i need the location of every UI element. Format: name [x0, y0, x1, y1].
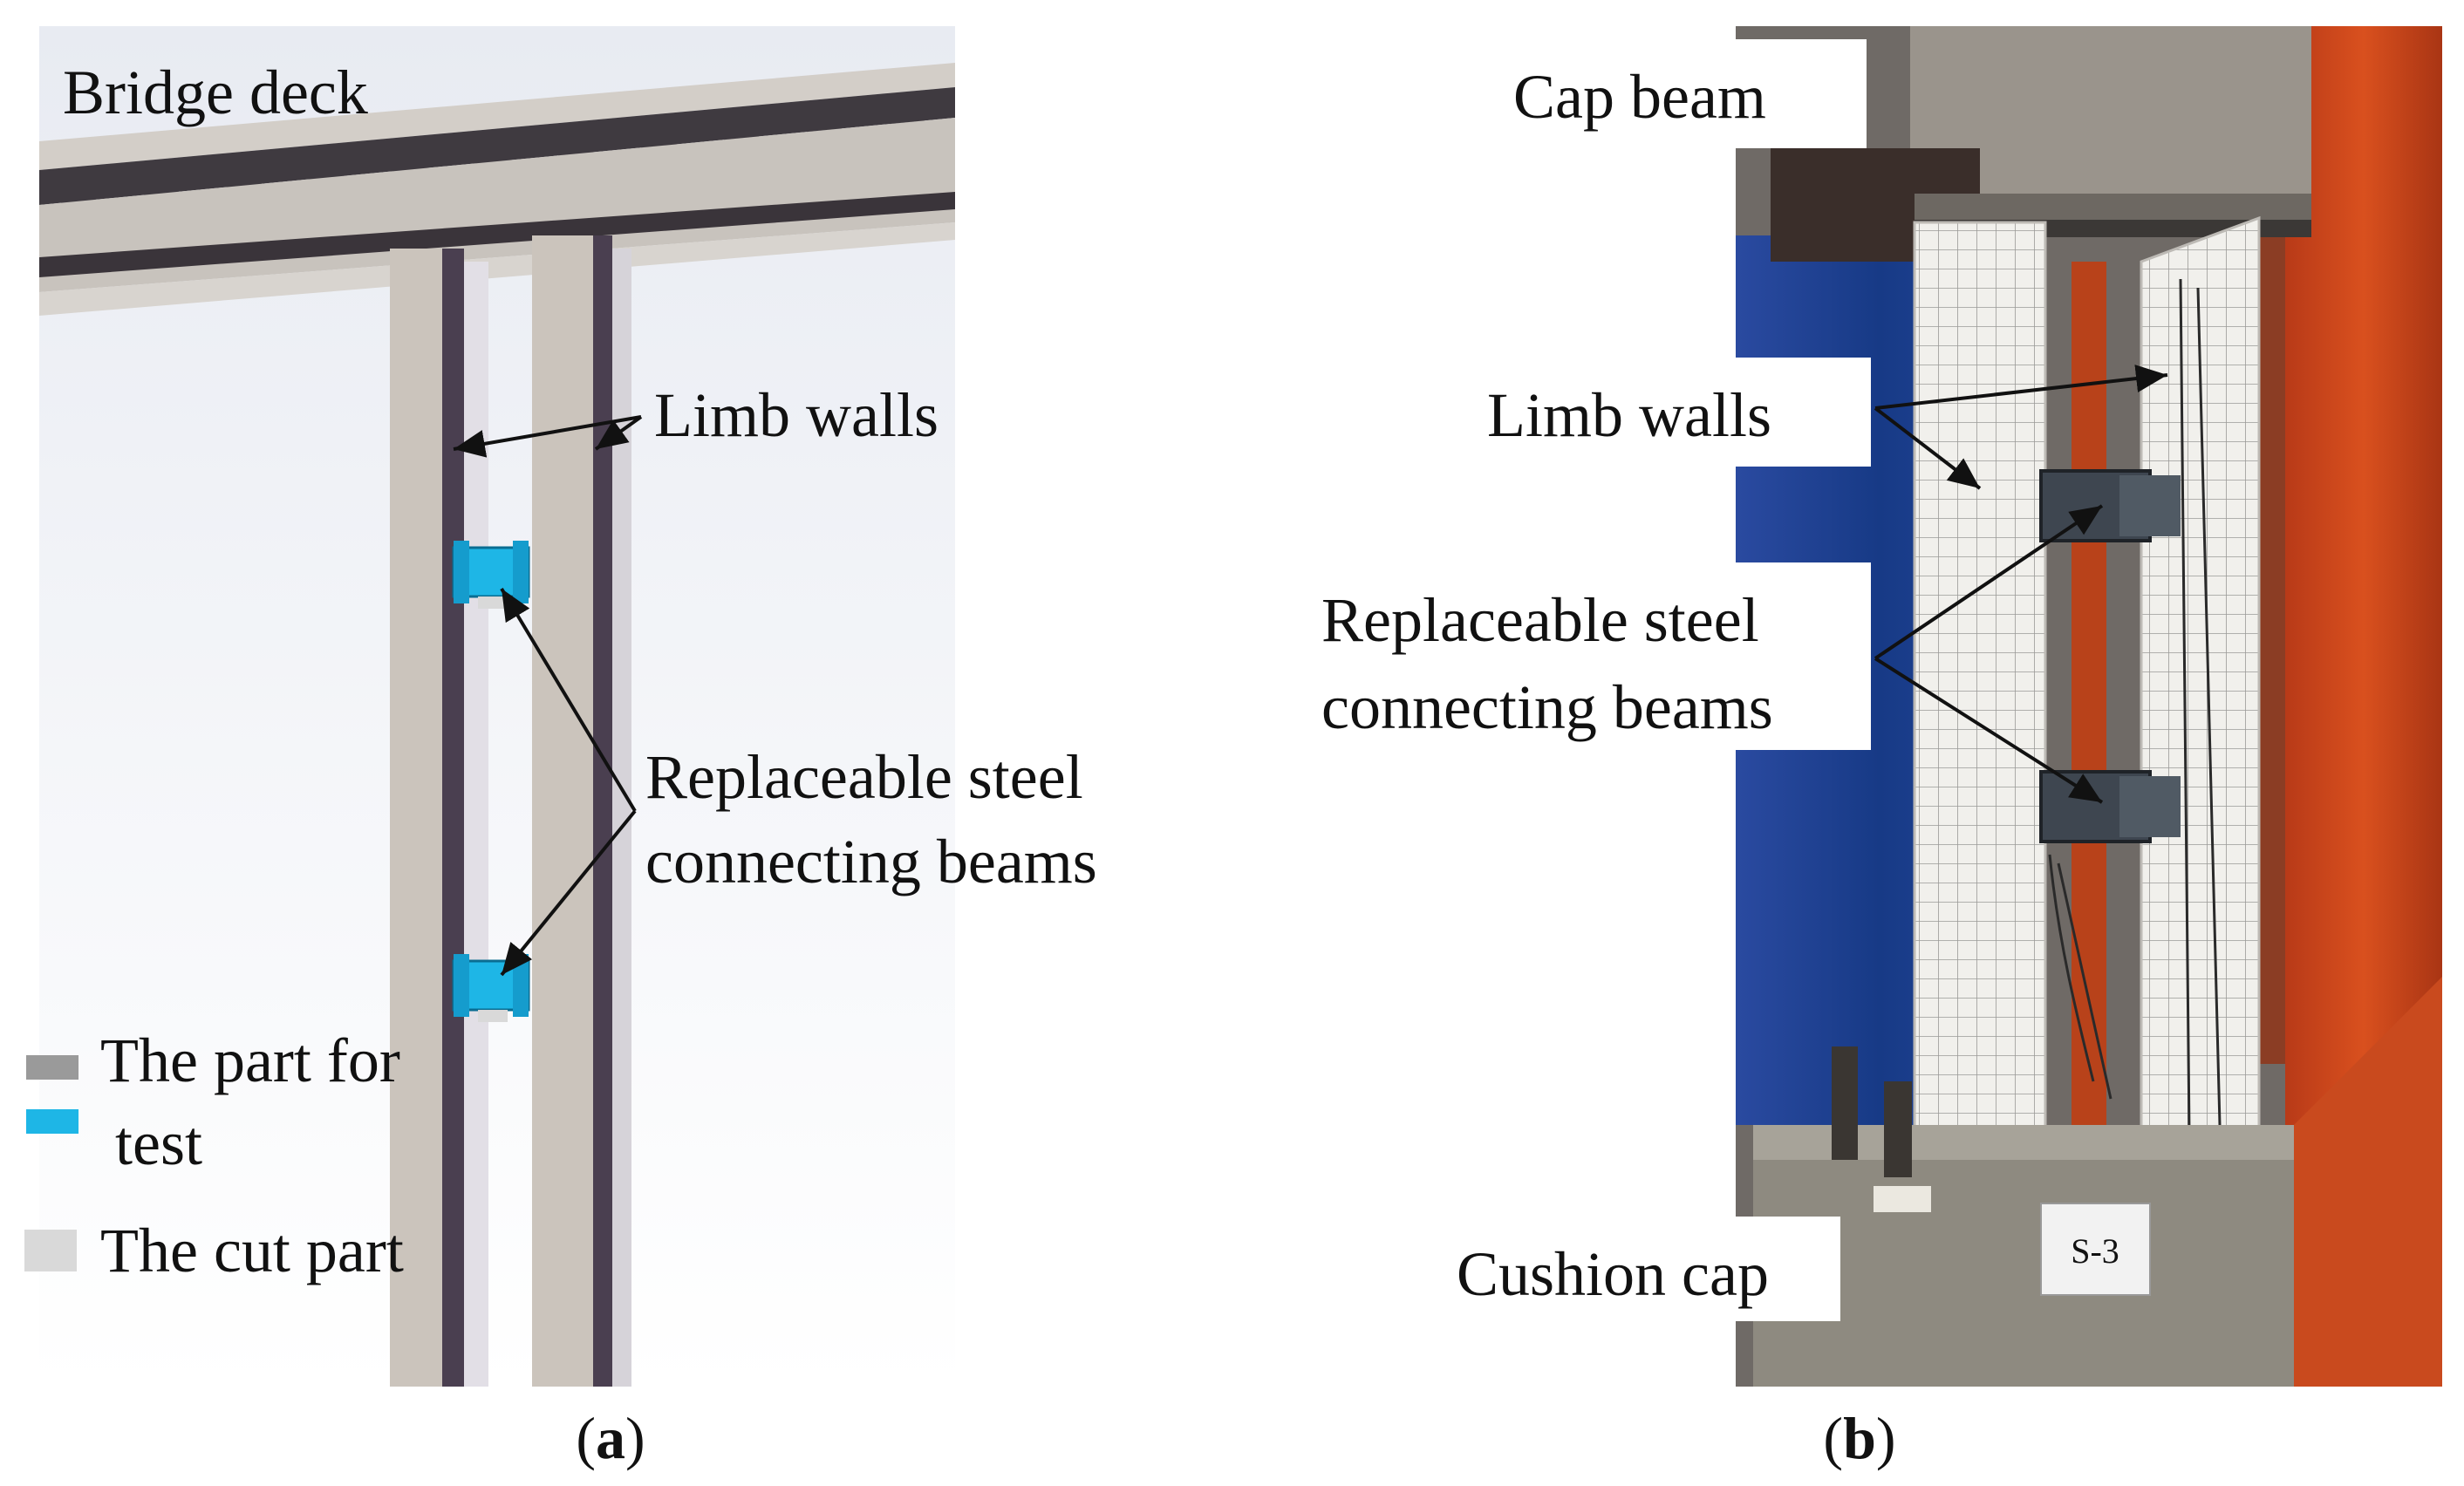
label-beams-a-line2: connecting beams [645, 827, 1097, 896]
label-beams-a-line1: Replaceable steel [645, 742, 1083, 812]
leader-lines-a [453, 415, 643, 977]
bridge-deck [39, 63, 955, 316]
legend-test-line2: test [115, 1108, 202, 1178]
steel-beam-lower [452, 954, 530, 1022]
label-limb-walls-a: Limb walls [654, 380, 939, 450]
panel-b: S-3 Cap beam Limb walls Replaceable stee… [1308, 26, 2442, 1471]
leader-beam-lower [500, 809, 637, 977]
label-bridge-deck: Bridge deck [63, 58, 368, 127]
leader-beam-upper [500, 587, 637, 813]
label-cushion-cap: Cushion cap [1457, 1239, 1769, 1309]
label-box-limb-walls [1457, 358, 1871, 467]
limb-wall-right [532, 235, 631, 1387]
label-box-beams [1308, 562, 1871, 750]
label-beams-b-line1: Replaceable steel [1321, 585, 1759, 655]
limb-wall-left [390, 249, 488, 1387]
specimen-tag-text: S-3 [2071, 1231, 2119, 1271]
legend-swatch-test [26, 1055, 78, 1080]
leader-b-limb-right [1874, 365, 2168, 410]
photo-cushion-cap [1753, 1046, 2294, 1387]
red-brace [2268, 977, 2442, 1387]
leader-b-beam-lower [1874, 657, 2104, 804]
steel-beam-upper [452, 541, 530, 609]
legend: The part for test The cut part [24, 1026, 404, 1285]
legend-test-line1: The part for [100, 1026, 400, 1095]
legend-cut: The cut part [100, 1216, 404, 1285]
sensor-wires [2048, 278, 2222, 1135]
leader-b-beam-upper [1874, 504, 2104, 660]
label-box-cushion-cap [1439, 1217, 1840, 1321]
specimen-tag [2040, 1203, 2151, 1296]
label-box-cap-beam [1483, 39, 1867, 148]
legend-swatch-steel [26, 1109, 78, 1134]
label-cap-beam: Cap beam [1513, 62, 1766, 132]
photo-steel-beam-lower [2039, 770, 2181, 843]
photo-limb-wall-left [1913, 221, 2047, 1192]
leader-lines-b [1874, 365, 2168, 804]
label-limb-walls-b: Limb walls [1487, 380, 1771, 450]
panel-a: Bridge deck Limb walls Replaceable steel… [24, 26, 1097, 1471]
leader-b-limb-left [1874, 406, 1982, 490]
label-beams-b-line2: connecting beams [1321, 672, 1773, 742]
legend-swatch-cut [24, 1230, 77, 1271]
caption-b: (b) [1823, 1405, 1895, 1471]
photo-steel-beam-upper [2039, 469, 2181, 542]
leader-limb-right [594, 415, 643, 451]
caption-a: (a) [576, 1405, 645, 1471]
red-frame-back [2072, 262, 2106, 1134]
